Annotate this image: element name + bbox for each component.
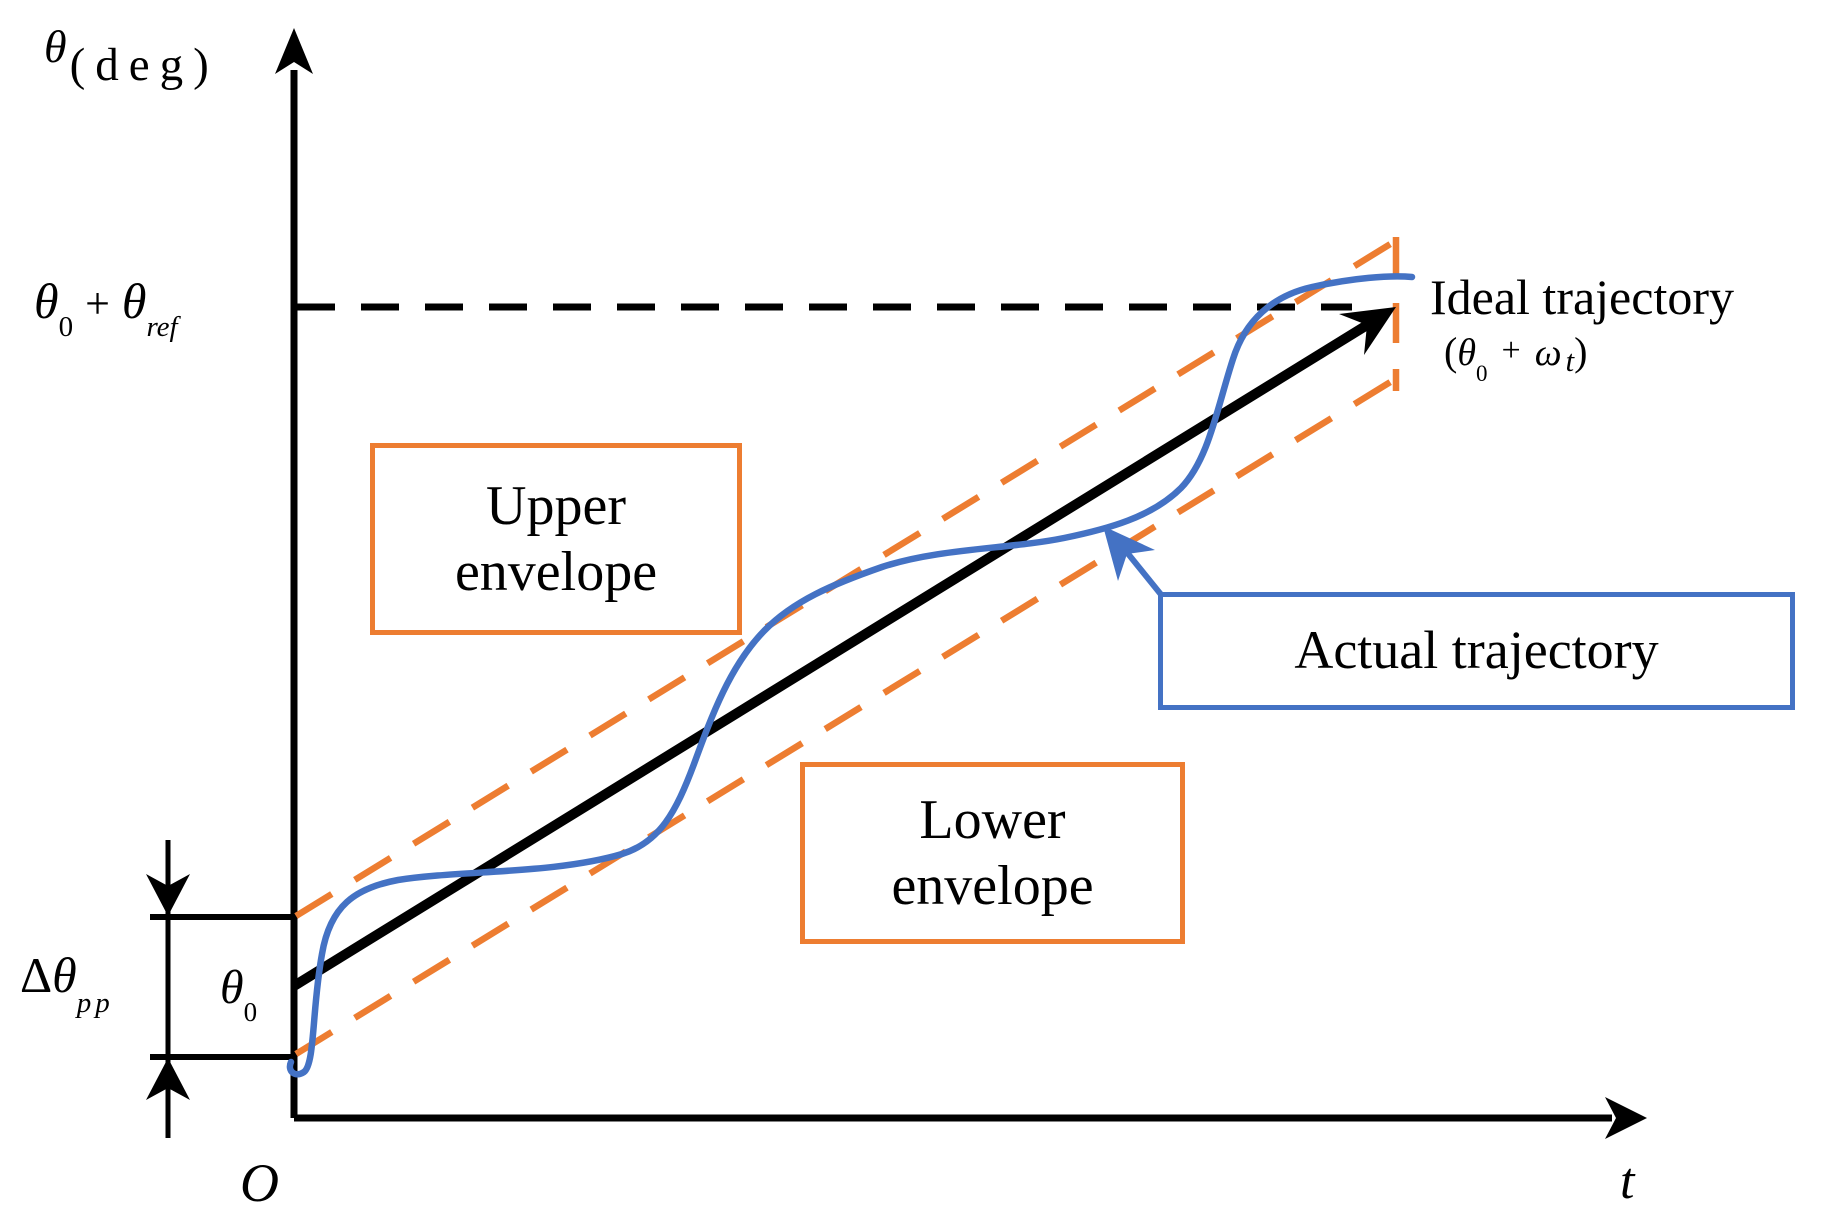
actual-trajectory-box: Actual trajectory [1158,592,1795,710]
ref-level-label: θ0+θref [34,273,178,343]
origin-label: O [240,1153,279,1213]
actual-trajectory-curve [286,273,1416,1078]
y-axis-label: θ(deg) [44,21,219,89]
upper-envelope-box: Upper envelope [370,443,742,635]
ideal-trajectory-arrowhead [1339,307,1396,355]
actual-trajectory-label: Actual trajectory [1294,620,1659,681]
delta-up-arrowhead [146,1058,190,1100]
lower-envelope-label: Lower envelope [891,788,1094,917]
x-axis-label: t [1620,1153,1635,1210]
theta0-label: θ0 [220,961,258,1027]
ideal-trajectory-label: Ideal trajectory [1430,269,1734,325]
y-axis-unit: (deg) [69,39,219,91]
y-axis-arrowhead [275,28,313,74]
actual-annotation-arrowhead [1103,526,1155,581]
y-axis-symbol: θ [44,21,67,72]
lower-envelope-line [294,378,1394,1057]
lower-envelope-box: Lower envelope [800,762,1185,944]
delta-down-arrowhead [146,874,190,916]
upper-envelope-label: Upper envelope [454,474,658,603]
x-axis-arrowhead [1605,1097,1647,1139]
delta-theta-pp-label: Δθpp [20,947,114,1019]
